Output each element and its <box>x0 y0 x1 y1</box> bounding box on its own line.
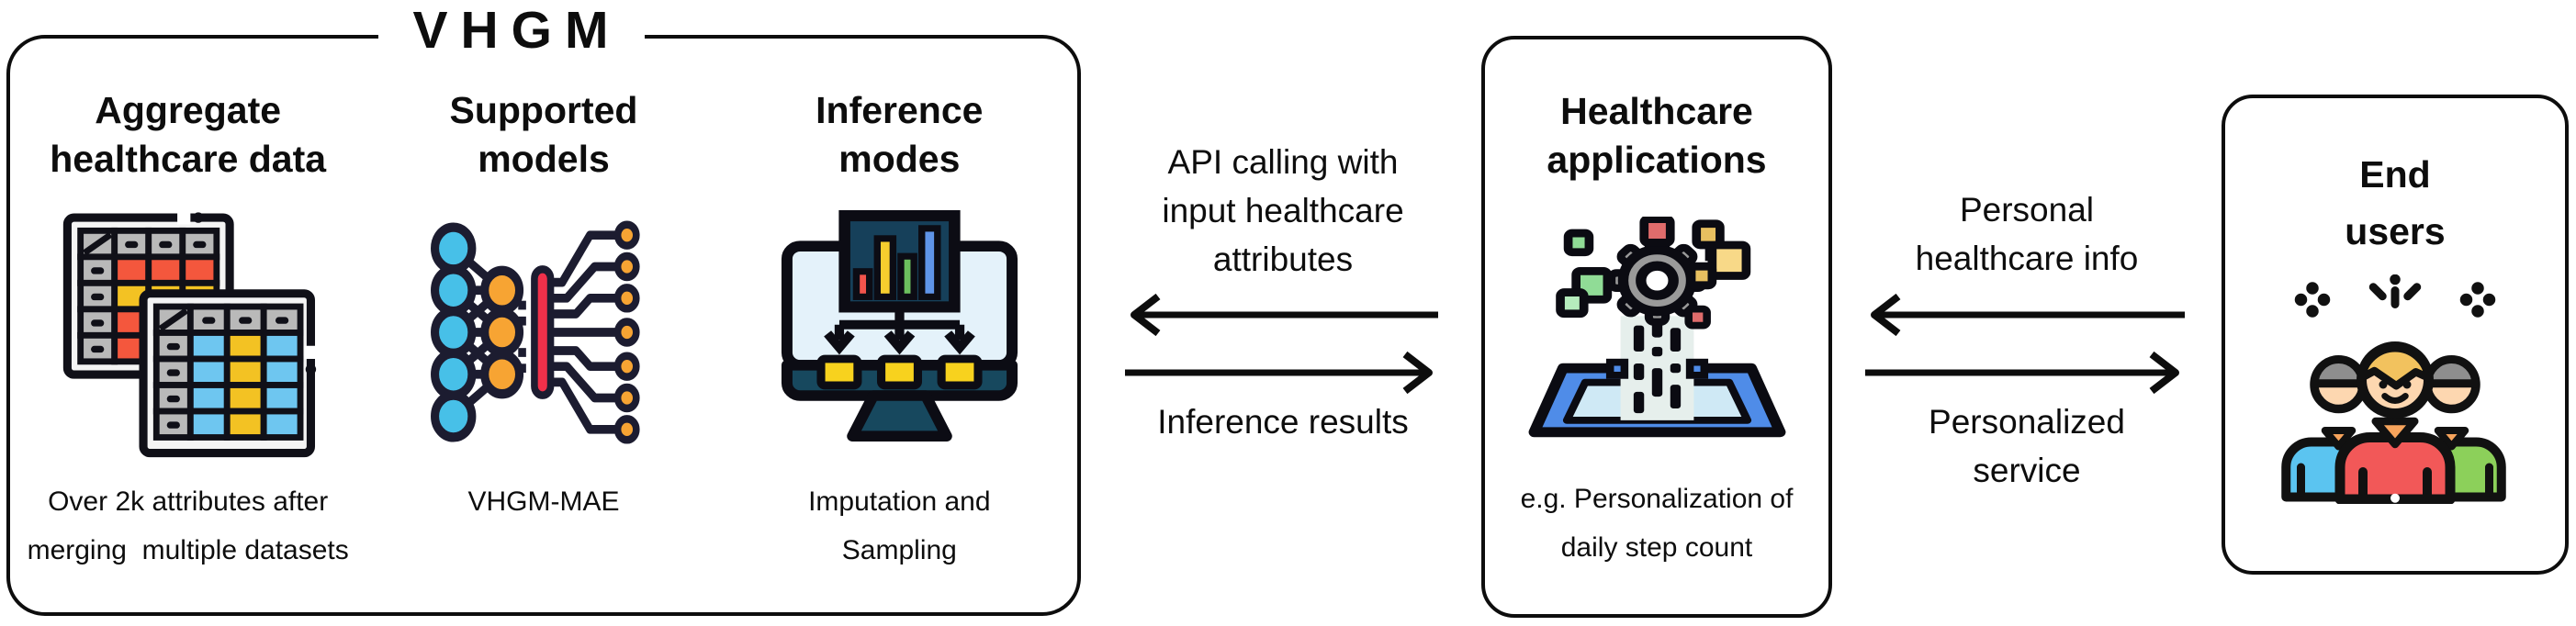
arrow-personal-info-icon <box>1871 293 2185 337</box>
spreadsheet-tables-icon <box>62 210 319 457</box>
user-center <box>2334 341 2456 504</box>
monitor-flowchart-icon <box>781 209 1018 442</box>
arrow-inference-results-icon <box>1125 351 1433 395</box>
table-front <box>139 288 319 457</box>
supported-models-caption: VHGM-MAE <box>467 486 620 517</box>
vhgm-title: VHGM <box>378 0 645 61</box>
floating-squares <box>1555 217 1750 330</box>
aggregate-data-caption: Over 2k attributes after merging multipl… <box>27 486 349 565</box>
vhgm-columns: Aggregate healthcare data <box>10 39 1077 612</box>
spreadsheet-tables-icon <box>57 195 319 470</box>
healthcare-applications-caption: e.g. Personalization of daily step count <box>1520 484 1794 563</box>
api-calling-label: API calling with input healthcare attrib… <box>1162 143 1404 278</box>
sparkles-icon <box>2294 274 2496 318</box>
personal-healthcare-info-label: Personal healthcare info <box>1915 191 2139 277</box>
inference-modes-caption: Imputation and Sampling <box>808 486 991 565</box>
neural-network-icon <box>431 220 640 444</box>
vhgm-apps-link: API calling with input healthcare attrib… <box>1085 0 1481 626</box>
neural-network-icon <box>428 195 659 470</box>
inference-results-label: Inference results <box>1157 403 1409 441</box>
inference-modes-heading: Inference modes <box>816 89 984 180</box>
column-inference-modes: Inference modes <box>722 86 1077 612</box>
user-group-icon <box>2281 274 2506 504</box>
data-stream-bits <box>1633 318 1681 414</box>
bar-chart-icon <box>838 209 961 313</box>
arrow-api-call-icon <box>1131 293 1438 337</box>
gear-app-tablet-icon <box>1528 217 1785 438</box>
end-users-box: End users <box>2222 95 2569 575</box>
arrow-personalized-service-icon <box>1865 351 2179 395</box>
apps-users-link: Personal healthcare info Personalized se… <box>1832 0 2222 626</box>
aggregate-data-heading: Aggregate healthcare data <box>50 89 327 180</box>
vhgm-box: Aggregate healthcare data <box>6 35 1081 616</box>
supported-models-heading: Supported models <box>449 89 638 180</box>
user-group-icon <box>2280 274 2510 504</box>
healthcare-applications-box: Healthcare applications <box>1481 36 1832 618</box>
monitor-flowchart-icon <box>769 195 1030 470</box>
healthcare-applications-heading: Healthcare applications <box>1547 90 1767 181</box>
branch-arrows <box>823 307 975 355</box>
end-users-heading: End users <box>2345 153 2446 252</box>
column-supported-models: Supported models <box>366 86 721 612</box>
column-aggregate-data: Aggregate healthcare data <box>10 86 366 612</box>
personalized-service-label: Personalized service <box>1929 403 2125 489</box>
gear-app-tablet-icon <box>1526 197 1788 473</box>
